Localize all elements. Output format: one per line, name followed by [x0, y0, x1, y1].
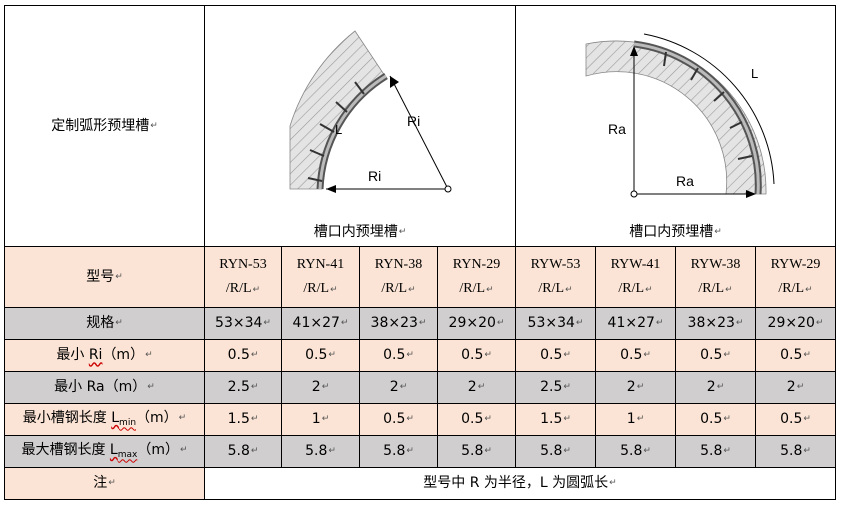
- arc-length-dim: [643, 33, 774, 184]
- min-ri-cell: 0.5↵: [359, 339, 438, 372]
- model-cell: RYN-53/R/L↵: [204, 246, 282, 308]
- outer-arc-diagram: Ra Ra L: [585, 33, 774, 198]
- anchor-bolts-outer: [662, 51, 752, 160]
- spec-cell: 53×34↵: [204, 307, 282, 340]
- min-length-label: 最小槽钢长度 Lmin（m）↵: [4, 403, 205, 436]
- min-ra-cell: 2↵: [281, 371, 360, 404]
- figure-outer-caption: 槽口内预埋槽: [629, 223, 714, 240]
- model-cell: RYW-29/R/L↵: [755, 246, 836, 308]
- min-length-cell: 1.5↵: [204, 403, 282, 436]
- min-length-cell: 1↵: [281, 403, 360, 436]
- model-row: 型号↵ RYN-53/R/L↵ RYN-41/R/L↵ RYN-38/R/L↵ …: [4, 246, 836, 308]
- label-l: L: [335, 122, 342, 137]
- label-ri-diag: Ri: [407, 113, 420, 129]
- model-cell: RYW-38/R/L↵: [675, 246, 756, 308]
- figure-inner-groove: Ri Ri L 槽口内预埋槽↵: [204, 5, 516, 247]
- spec-cell: 41×27↵: [281, 307, 360, 340]
- min-ra-cell: 2.5↵: [515, 371, 596, 404]
- figure-outer-groove: Ra Ra L 槽口内预埋槽↵: [515, 5, 836, 247]
- min-length-cell: 0.5↵: [437, 403, 516, 436]
- anchor-bolts: [307, 81, 365, 182]
- min-ra-cell: 2↵: [437, 371, 516, 404]
- center-point-outer: [630, 190, 637, 198]
- max-length-cell: 5.8↵: [281, 435, 360, 468]
- min-ri-cell: 0.5↵: [755, 339, 836, 372]
- min-length-cell: 0.5↵: [755, 403, 836, 436]
- spec-cell: 38×23↵: [675, 307, 756, 340]
- min-ri-cell: 0.5↵: [204, 339, 282, 372]
- title-text: 定制弧形预埋槽: [51, 117, 150, 134]
- min-ra-cell: 2↵: [359, 371, 438, 404]
- min-ra-label: 最小 Ra（m）↵: [4, 371, 205, 404]
- min-ri-row: 最小 Ri（m）↵ 0.5↵ 0.5↵ 0.5↵ 0.5↵ 0.5↵ 0.5↵ …: [4, 339, 836, 372]
- max-length-cell: 5.8↵: [755, 435, 836, 468]
- spec-table: 定制弧形预埋槽↵: [4, 5, 836, 500]
- figure-row: 定制弧形预埋槽↵: [4, 5, 836, 247]
- label-ri-horiz: Ri: [368, 168, 381, 184]
- min-ri-cell: 0.5↵: [595, 339, 676, 372]
- radius-line-diag: [389, 75, 449, 190]
- max-length-cell: 5.8↵: [595, 435, 676, 468]
- center-point: [444, 185, 452, 193]
- min-length-cell: 1.5↵: [515, 403, 596, 436]
- model-cell: RYN-29/R/L↵: [437, 246, 516, 308]
- label-l-outer: L: [751, 66, 758, 81]
- min-ri-cell: 0.5↵: [515, 339, 596, 372]
- model-cell: RYN-38/R/L↵: [359, 246, 438, 308]
- label-ra-vert: Ra: [608, 121, 626, 137]
- spec-cell: 38×23↵: [359, 307, 438, 340]
- min-ra-cell: 2↵: [675, 371, 756, 404]
- label-ra-horiz: Ra: [676, 173, 694, 189]
- spec-cell: 29×20↵: [437, 307, 516, 340]
- model-label: 型号↵: [4, 246, 205, 308]
- inner-arc-diagram: Ri Ri L: [289, 30, 452, 193]
- spec-cell: 41×27↵: [595, 307, 676, 340]
- max-length-row: 最大槽钢长度 Lmax（m）↵ 5.8↵ 5.8↵ 5.8↵ 5.8↵ 5.8↵…: [4, 435, 836, 468]
- spec-cell: 53×34↵: [515, 307, 596, 340]
- min-ra-cell: 2.5↵: [204, 371, 282, 404]
- min-length-cell: 0.5↵: [675, 403, 756, 436]
- figure-inner-caption: 槽口内预埋槽: [313, 223, 398, 240]
- min-ri-cell: 0.5↵: [437, 339, 516, 372]
- note-label: 注↵: [4, 467, 205, 500]
- max-length-cell: 5.8↵: [515, 435, 596, 468]
- spec-row: 规格↵ 53×34↵ 41×27↵ 38×23↵ 29×20↵ 53×34↵ 4…: [4, 307, 836, 340]
- max-length-cell: 5.8↵: [437, 435, 516, 468]
- title-cell: 定制弧形预埋槽↵: [4, 5, 205, 247]
- min-length-cell: 1↵: [595, 403, 676, 436]
- note-row: 注↵ 型号中 R 为半径，L 为圆弧长↵: [4, 467, 836, 500]
- max-length-cell: 5.8↵: [359, 435, 438, 468]
- model-cell: RYW-41/R/L↵: [595, 246, 676, 308]
- min-ri-cell: 0.5↵: [675, 339, 756, 372]
- model-cell: RYN-41/R/L↵: [281, 246, 360, 308]
- min-ri-label: 最小 Ri（m）↵: [4, 339, 205, 372]
- note-text-cell: 型号中 R 为半径，L 为圆弧长↵: [204, 467, 836, 500]
- model-cell: RYW-53/R/L↵: [515, 246, 596, 308]
- spec-cell: 29×20↵: [755, 307, 836, 340]
- min-length-row: 最小槽钢长度 Lmin（m）↵ 1.5↵ 1↵ 0.5↵ 0.5↵ 1.5↵ 1…: [4, 403, 836, 436]
- min-ri-cell: 0.5↵: [281, 339, 360, 372]
- max-length-cell: 5.8↵: [204, 435, 282, 468]
- min-length-cell: 0.5↵: [359, 403, 438, 436]
- max-length-label: 最大槽钢长度 Lmax（m）↵: [4, 435, 205, 468]
- min-ra-row: 最小 Ra（m）↵ 2.5↵ 2↵ 2↵ 2↵ 2.5↵ 2↵ 2↵ 2↵: [4, 371, 836, 404]
- min-ra-cell: 2↵: [755, 371, 836, 404]
- spec-label: 规格↵: [4, 307, 205, 340]
- concrete-hatch: [289, 30, 386, 190]
- max-length-cell: 5.8↵: [675, 435, 756, 468]
- min-ra-cell: 2↵: [595, 371, 676, 404]
